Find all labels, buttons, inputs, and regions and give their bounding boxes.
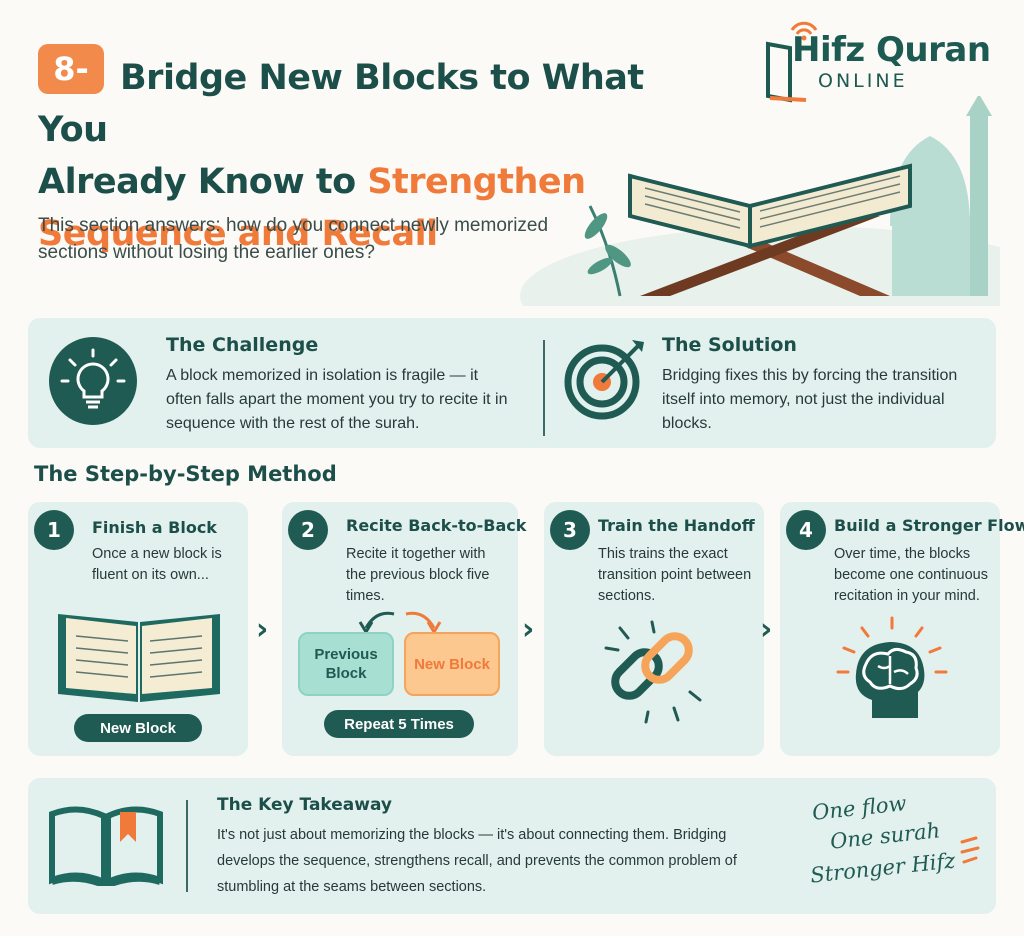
step-number-1: 1	[34, 510, 74, 550]
step-text-2: Recite it together with the previous blo…	[346, 546, 490, 604]
lightbulb-icon	[49, 337, 137, 425]
step-title-2: Recite Back-to-Back	[346, 516, 527, 535]
previous-block-box: Previous Block	[298, 632, 394, 696]
target-icon	[564, 340, 644, 420]
logo-name: Hifz Quran	[792, 30, 991, 70]
logo-icon	[766, 21, 818, 103]
quran-stand-illustration	[520, 96, 1000, 306]
challenge-solution-panel	[28, 318, 996, 448]
intro-text: This section answers: how do you connect…	[38, 215, 549, 263]
step-number-4: 4	[786, 510, 826, 550]
panel-divider	[543, 340, 545, 436]
logo-subtitle: ONLINE	[818, 70, 908, 92]
title-line-1: Bridge New Blocks to What You	[38, 58, 644, 150]
challenge-title: The Challenge	[166, 334, 319, 356]
step-title-3: Train the Handoff	[598, 516, 755, 535]
step-title-4: Build a Stronger Flow	[834, 516, 1024, 535]
step-text-1: Once a new block is fluent on its own...	[92, 546, 222, 583]
solution-text: Bridging fixes this by forcing the trans…	[662, 367, 958, 432]
step-title-1: Finish a Block	[92, 518, 217, 537]
chevron-right-icon: ›	[256, 612, 269, 647]
takeaway-text: It's not just about memorizing the block…	[217, 827, 737, 895]
challenge-text: A block memorized in isolation is fragil…	[166, 367, 508, 432]
step-text-3: This trains the exact transition point b…	[598, 546, 752, 604]
new-block-pill: New Block	[74, 714, 202, 742]
title-line-3: Sequence and Recall	[38, 214, 438, 254]
open-book-icon	[58, 614, 220, 702]
takeaway-panel	[28, 778, 996, 914]
page-title: Bridge New Blocks to What You Already Kn…	[38, 52, 718, 260]
sparkle-icon	[960, 836, 980, 864]
step-number-2: 2	[288, 510, 328, 550]
chevron-right-icon: ›	[760, 612, 773, 647]
step-text-4: Over time, the blocks become one continu…	[834, 546, 988, 604]
section-number-badge: 8-	[38, 44, 104, 94]
title-line-2-accent: Strengthen	[367, 162, 586, 202]
title-line-2: Already Know to	[38, 162, 368, 202]
step-number-3: 3	[550, 510, 590, 550]
open-book-bookmark-icon	[49, 806, 163, 886]
takeaway-title: The Key Takeaway	[217, 795, 393, 815]
chevron-right-icon: ›	[522, 612, 535, 647]
method-heading: The Step-by-Step Method	[34, 462, 337, 486]
new-block-box: New Block	[404, 632, 500, 696]
takeaway-divider	[186, 800, 188, 892]
repeat-pill: Repeat 5 Times	[324, 710, 474, 738]
brain-head-icon	[836, 616, 948, 718]
chain-link-icon	[604, 620, 702, 724]
solution-title: The Solution	[662, 334, 797, 356]
